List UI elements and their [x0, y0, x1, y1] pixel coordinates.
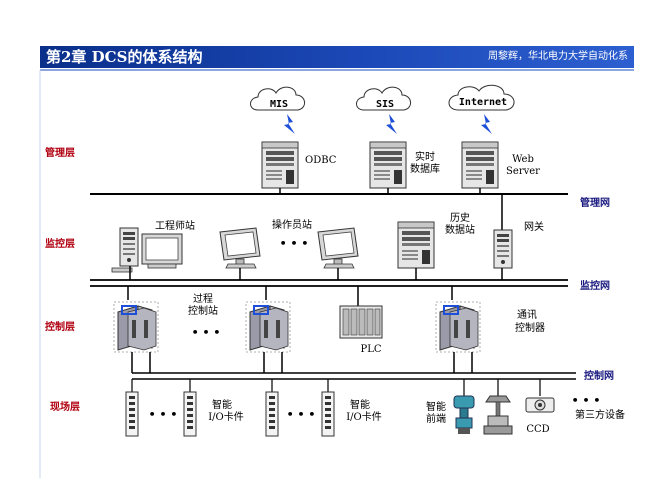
server-label-web-line2: Server — [506, 166, 540, 177]
slide-author: 周黎辉，华北电力大学自动化系 — [488, 51, 628, 62]
cloud-label-sis: SIS — [376, 99, 394, 110]
process-control-station-icon — [113, 301, 159, 353]
ccd-camera-icon — [525, 397, 555, 413]
label-gateway: 网关 — [524, 220, 544, 233]
operator-monitor-icon — [219, 227, 261, 269]
engineer-station — [111, 227, 183, 280]
label-comm-line2: 控制器 — [515, 321, 545, 334]
title-bar: 第2章 DCS的体系结构 周黎辉，华北电力大学自动化系 — [40, 46, 634, 68]
comm-controller-icon — [435, 301, 481, 353]
lightning-icon — [284, 114, 295, 134]
cloud-label-internet: Internet — [459, 97, 507, 108]
title-underline — [40, 69, 634, 71]
cloud-mis: MIS — [250, 86, 305, 111]
computer-tower-icon — [119, 227, 139, 267]
io-card-icon — [183, 391, 197, 437]
odbc-server-icon — [261, 141, 299, 189]
label-io-line1: 智能 — [212, 398, 232, 411]
label-process-line1: 过程 — [193, 292, 213, 305]
io-card-icon — [265, 391, 279, 437]
operator-dots: • • • — [280, 237, 309, 250]
cloud-sis: SIS — [356, 86, 411, 111]
label-transmitter-line1: 智能 — [426, 400, 446, 413]
network-management: 管理网 — [580, 196, 610, 209]
label-ccd: CCD — [526, 424, 549, 435]
level-management: 管理层 — [45, 146, 75, 159]
label-operator-station: 操作员站 — [272, 218, 312, 231]
label-io-line1: 智能 — [350, 398, 370, 411]
level-monitoring: 监控层 — [45, 237, 75, 250]
network-control: 控制网 — [584, 369, 614, 382]
label-io-line2: I/O卡件 — [346, 410, 382, 423]
control-valve-icon — [483, 395, 513, 435]
server-label-odbc: ODBC — [305, 155, 337, 166]
web-server-icon — [461, 141, 499, 189]
lightning-icon — [386, 114, 397, 134]
label-history-line1: 历史 — [450, 212, 470, 224]
label-process-line2: 控制站 — [188, 304, 218, 317]
realtime-database-server-icon — [369, 141, 407, 189]
label-history-line2: 数据站 — [445, 223, 475, 236]
field-dots: • • • — [149, 408, 178, 421]
server-label-realtime-line2: 数据库 — [410, 162, 440, 175]
field-dots: • • • — [287, 408, 316, 421]
process-control-station-icon — [245, 301, 291, 353]
server-label-web-line1: Web — [512, 154, 534, 165]
network-monitoring: 监控网 — [580, 279, 610, 292]
gateway-icon — [493, 229, 513, 269]
label-io-line2: I/O卡件 — [208, 410, 244, 423]
label-comm-line1: 通讯 — [517, 309, 537, 321]
third-party-dots: • • • — [572, 394, 601, 407]
control-dots: • • • — [192, 326, 221, 339]
operator-monitor-icon — [317, 227, 359, 269]
lightning-icon — [481, 114, 492, 134]
cloud-internet: Internet — [448, 84, 515, 111]
label-third-party: 第三方设备 — [575, 408, 625, 421]
io-card-icon — [321, 391, 335, 437]
transmitter-icon — [453, 395, 475, 434]
io-card-icon — [125, 391, 139, 437]
history-server-icon — [397, 221, 435, 269]
label-plc: PLC — [360, 344, 381, 355]
label-engineer-station: 工程师站 — [155, 219, 195, 232]
server-label-realtime-line1: 实时 — [415, 150, 435, 163]
level-control: 控制层 — [45, 320, 75, 333]
label-transmitter-line2: 前端 — [426, 412, 446, 425]
plc-device — [339, 305, 383, 339]
cloud-label-mis: MIS — [270, 99, 288, 110]
level-field: 现场层 — [50, 400, 80, 413]
slide-title: 第2章 DCS的体系结构 — [46, 48, 203, 66]
